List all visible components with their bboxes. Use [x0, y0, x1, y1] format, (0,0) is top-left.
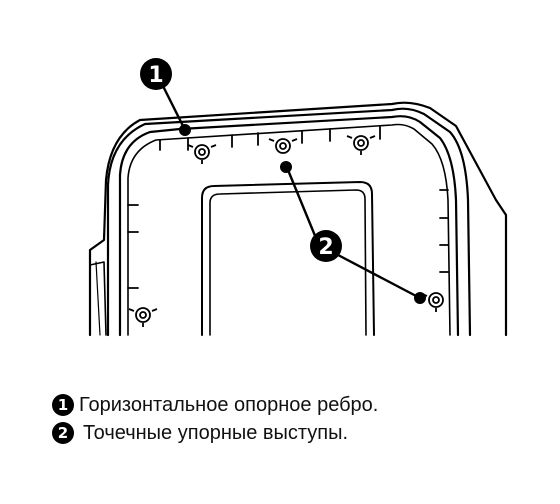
- leader-2a: [286, 169, 320, 244]
- housing-side-panel-inner: [95, 261, 101, 336]
- protrusion-5: [128, 307, 158, 327]
- leader-1: [158, 79, 187, 131]
- legend-item-1: 1 Горизонтальное опорное ребро.: [52, 392, 552, 418]
- callout-badge-2-label: 2: [318, 235, 333, 260]
- callout-badge-1-label: 1: [148, 63, 163, 88]
- protrusion-4: [421, 292, 444, 312]
- legend: 1 Горизонтальное опорное ребро. 2 Точечн…: [52, 392, 552, 448]
- protrusion-3: [346, 135, 376, 155]
- housing-outer-outline: [88, 101, 508, 337]
- horizontal-support-rib: [118, 115, 460, 337]
- point-stop-protrusions: [128, 135, 444, 327]
- leader-lines: [158, 79, 419, 299]
- protrusion-2: [268, 138, 298, 154]
- leader-dots: [179, 124, 426, 304]
- callout-badge-2: 2: [310, 230, 342, 262]
- horizontal-support-rib-inner: [127, 123, 451, 336]
- housing-side-panel: [89, 261, 107, 336]
- circled-number-1-icon: 1: [52, 394, 74, 416]
- legend-item-2: 2 Точечные упорные выступы.: [52, 420, 552, 446]
- legend-item-1-text: Горизонтальное опорное ребро.: [79, 393, 379, 416]
- rib-ticks: [127, 126, 449, 289]
- leader-2b: [337, 253, 419, 299]
- inner-window-inner: [209, 189, 367, 336]
- inner-window-outer: [201, 181, 375, 336]
- protrusion-1: [187, 144, 217, 164]
- callout-badge-1: 1: [140, 58, 172, 90]
- legend-item-2-text: Точечные упорные выступы.: [83, 421, 349, 444]
- circled-number-2-icon: 2: [52, 422, 74, 444]
- rim-outer: [106, 107, 472, 337]
